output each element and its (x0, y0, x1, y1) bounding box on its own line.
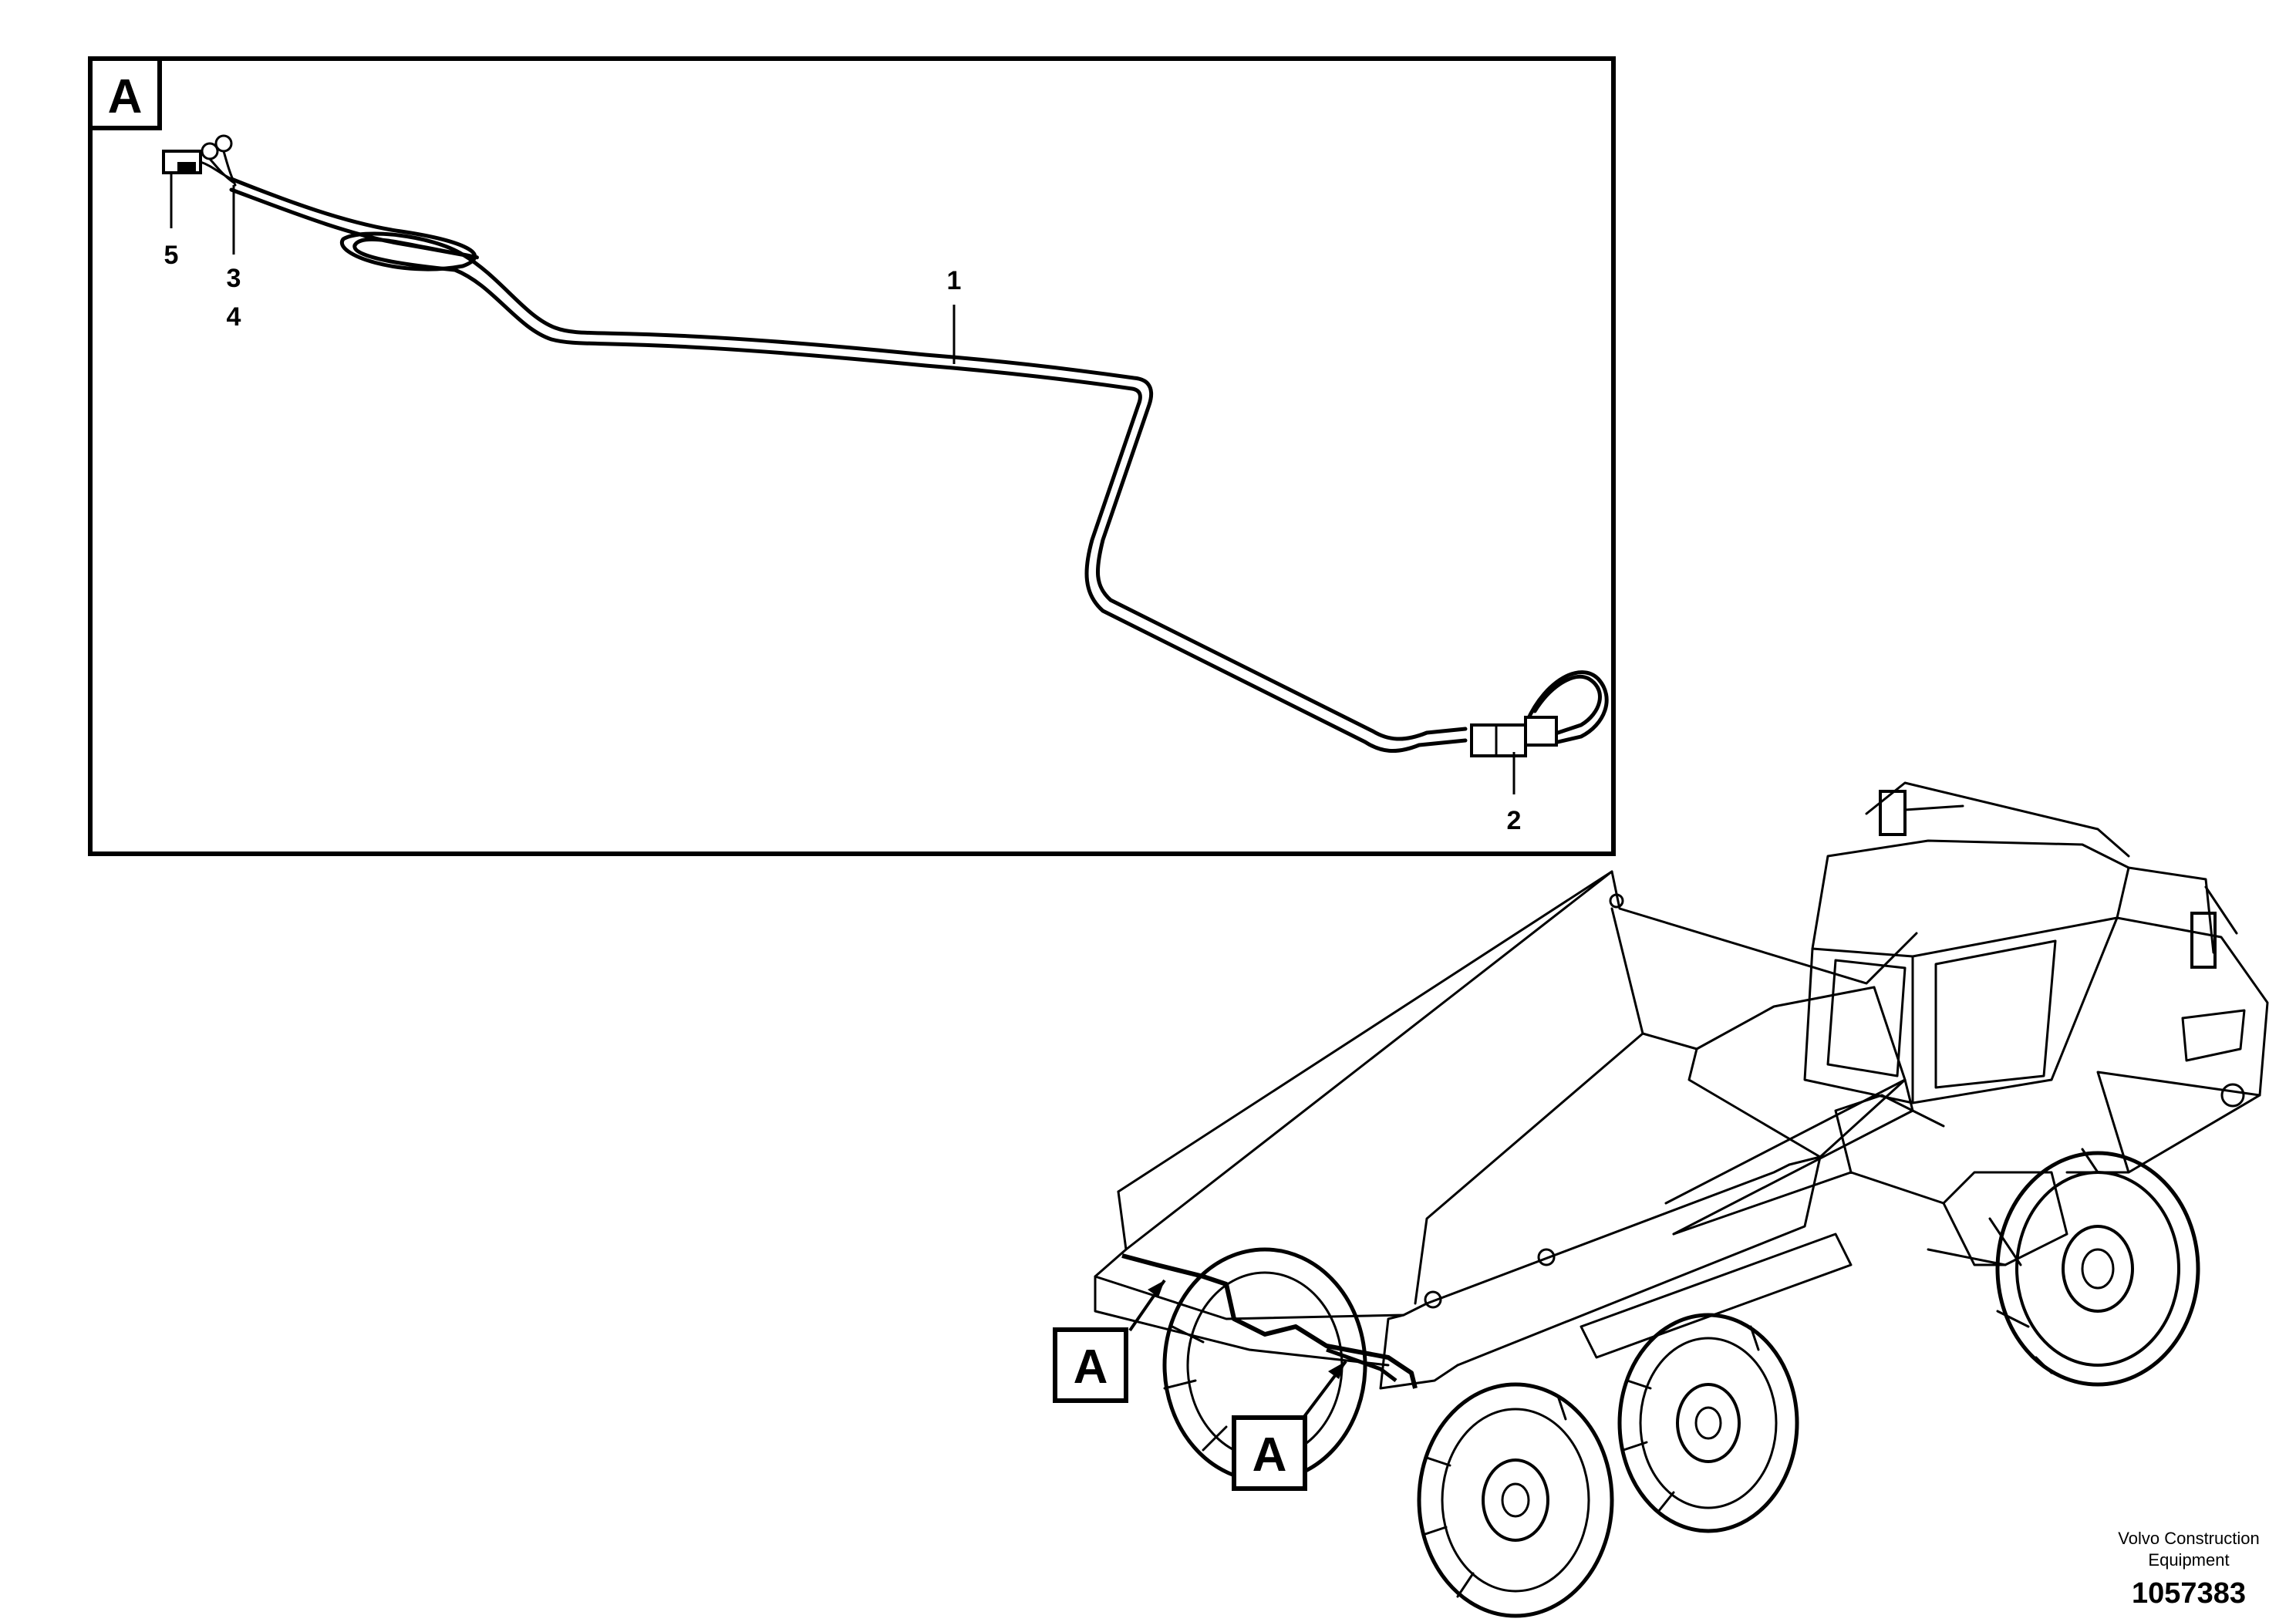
operator-cab (1803, 781, 2238, 1104)
view-marker-a-1: A (1053, 1279, 1166, 1403)
dump-body (1094, 870, 1918, 1390)
footer: Volvo Construction Equipment 1057383 (2118, 1529, 2259, 1610)
detail-frame (88, 56, 1616, 856)
callout-4: 4 (227, 302, 241, 332)
rear-wheel-3 (1417, 1382, 1614, 1618)
harness-on-truck-2 (1326, 1347, 1397, 1382)
detail-label-box (88, 56, 162, 130)
wiring-harness (229, 177, 1609, 754)
harness-on-truck (1121, 1253, 1418, 1389)
callout-3: 3 (227, 264, 241, 293)
svg-text:A: A (1074, 1340, 1108, 1394)
view-marker-a-2: A (1232, 1360, 1347, 1491)
company-line-1: Volvo Construction (2118, 1529, 2259, 1548)
callout-5: 5 (164, 241, 179, 270)
front-hood (2065, 916, 2269, 1174)
callout-1: 1 (947, 266, 962, 295)
company-line-2: Equipment (2148, 1550, 2229, 1570)
detail-label: A (108, 70, 143, 123)
articulated-hauler-illustration: A A (1053, 781, 2269, 1618)
callout-2: 2 (1507, 806, 1522, 835)
terminals-3-4 (199, 134, 237, 187)
front-wheel (1988, 1148, 2200, 1387)
detail-view-a: A (88, 56, 1616, 856)
rear-wheel-2 (1617, 1313, 1799, 1533)
chassis-frame (1580, 1094, 2068, 1359)
connector-2 (1470, 716, 1558, 757)
svg-text:A: A (1253, 1428, 1287, 1482)
figure-number: 1057383 (2132, 1577, 2246, 1610)
connector-5 (162, 150, 202, 174)
